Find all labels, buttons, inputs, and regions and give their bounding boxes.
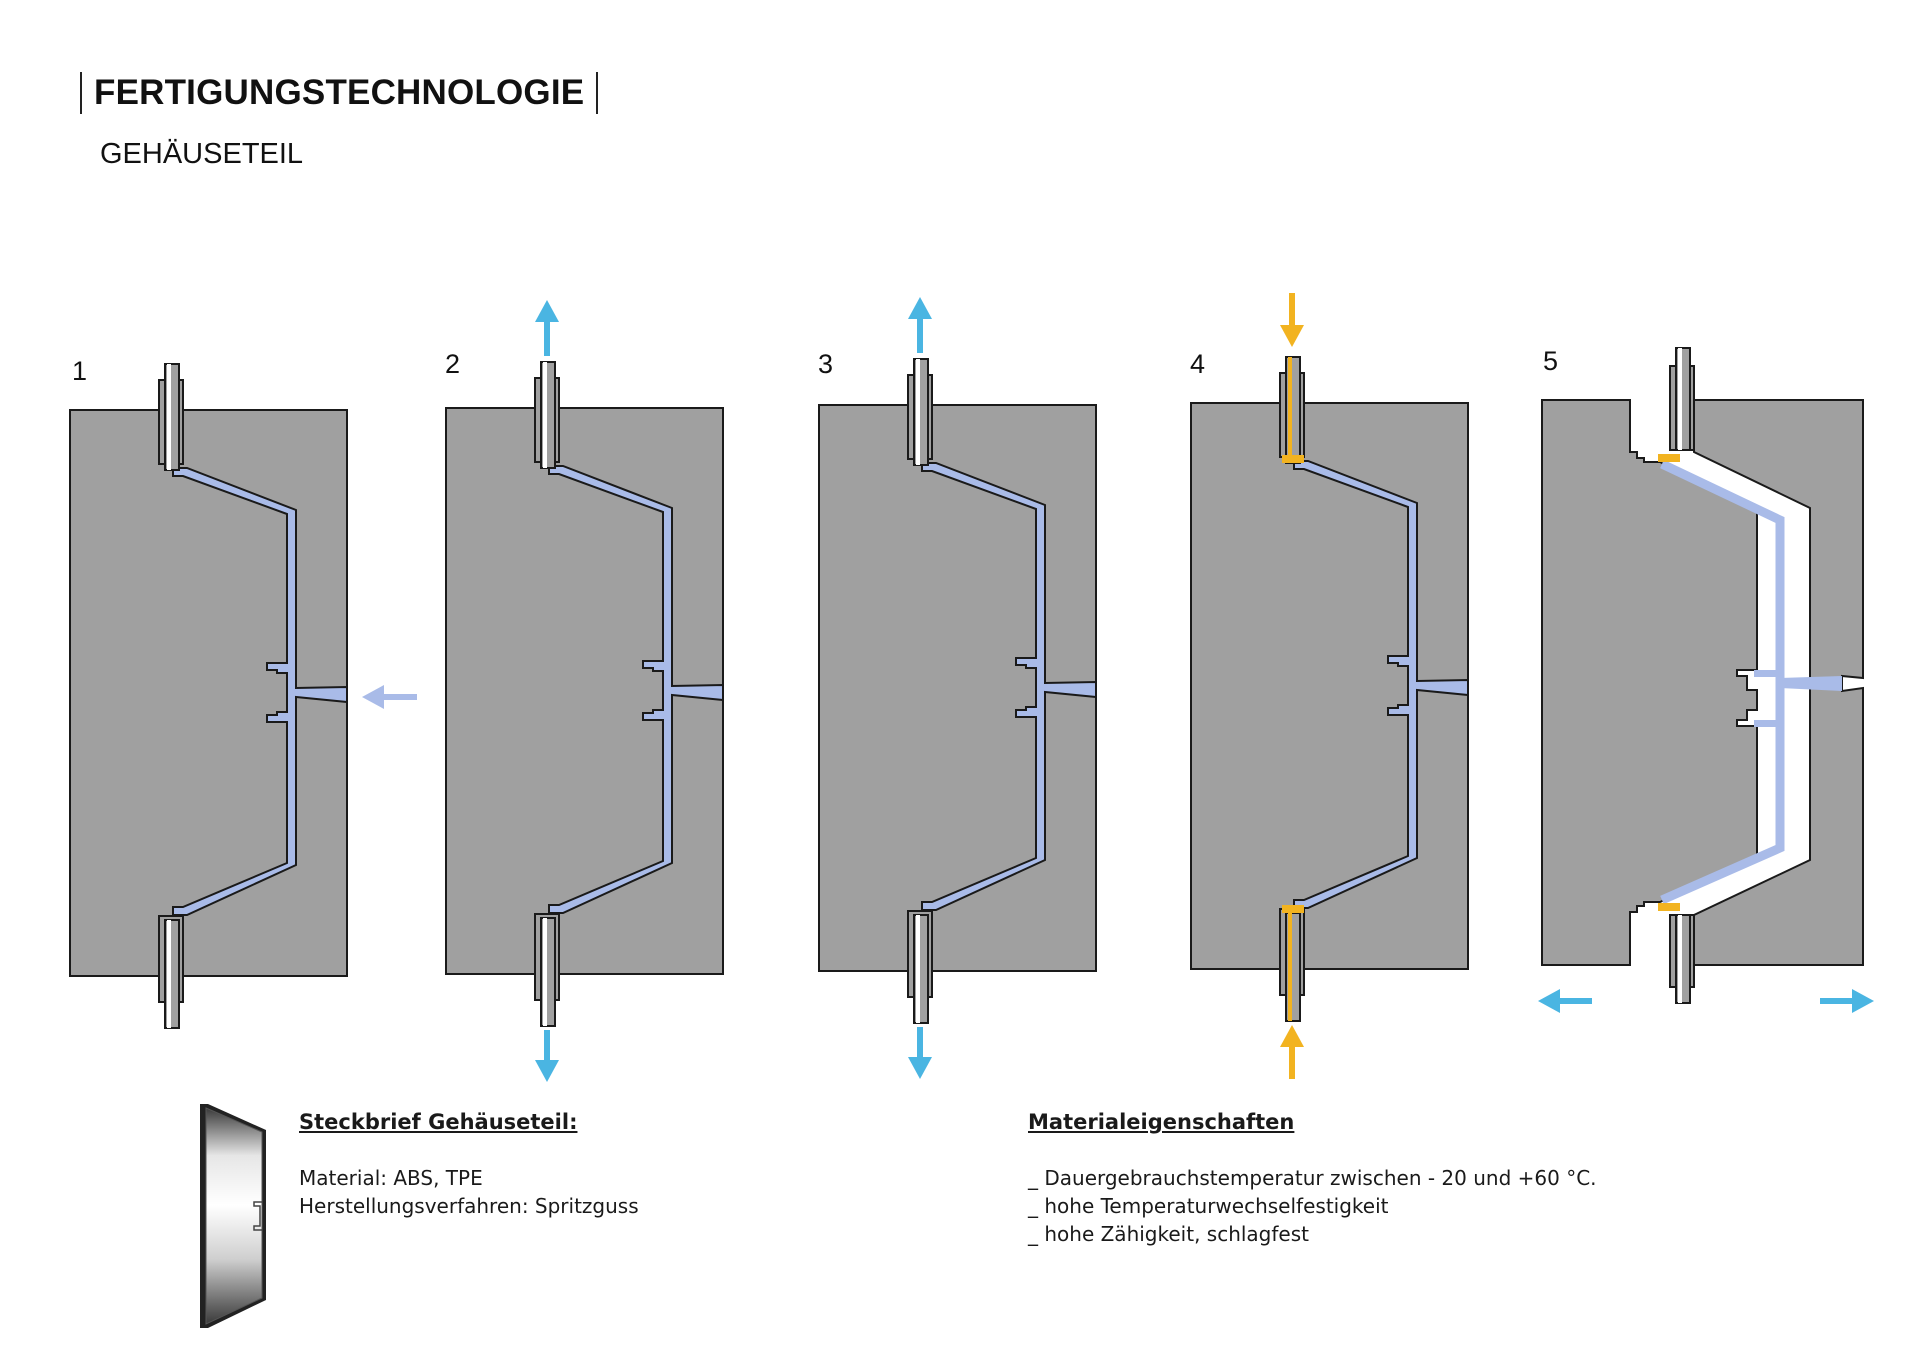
title-text: FERTIGUNGSTECHNOLOGIE [94,73,585,112]
tpe-seal-top [1658,454,1680,462]
step-panel-1: 1 [69,356,417,1029]
housing-part-icon [200,1104,266,1328]
step-number: 2 [445,349,460,379]
ejector-pin [534,913,560,1027]
melt-part [548,465,724,914]
arrow-head [908,297,932,319]
step-number: 1 [72,356,87,386]
ejector-gap [167,920,171,1028]
steckbrief-section: Steckbrief Gehäuseteil: Material: ABS, T… [299,1108,639,1220]
arrow-head [908,1057,932,1079]
mold-half-left [1541,399,1758,966]
arrow-head [1852,989,1874,1013]
ejector-pin [158,363,184,471]
steckbrief-material: Material: ABS, TPE [299,1166,483,1190]
step-panel-2: 2 [445,300,724,1082]
open-right-arrow [1820,989,1874,1013]
step-number: 3 [818,349,833,379]
ejector-pin [1279,356,1305,464]
title-bar-left [80,72,82,114]
ejector-gap [1678,348,1682,450]
retract-down-arrow [535,1030,559,1082]
melt-part [1293,460,1469,909]
arrow-head [362,685,384,709]
sprue-residue [1780,676,1842,691]
ejector-pin [907,358,933,466]
mold-half-right [1693,399,1864,966]
material-property: _ hohe Zähigkeit, schlagfest [1028,1222,1309,1246]
material-property: _ Dauergebrauchstemperatur zwischen - 20… [1028,1166,1597,1190]
ejector-gap [543,362,547,468]
melt-part [172,467,348,916]
arrow-head [1280,1025,1304,1047]
steckbrief-verfahren: Herstellungsverfahren: Spritzguss [299,1194,639,1218]
arrow-head [1280,325,1304,347]
ejector-pin [907,910,933,1024]
clip-bottom [1754,720,1780,727]
ejector-pin [1669,347,1695,451]
step-number: 4 [1190,349,1205,379]
clip-top [1754,670,1780,677]
open-left-arrow [1538,989,1592,1013]
material-property: _ hohe Temperaturwechselfestigkeit [1028,1194,1389,1218]
melt-part [921,462,1097,911]
ejector-gap [916,915,920,1023]
tpe-seal-bottom [1658,903,1680,911]
ejector-gap [1678,915,1682,1003]
force-down-arrow [1280,293,1304,347]
ejector-gap [167,364,171,470]
ejector-pin [534,361,560,469]
force-up-arrow [1280,1025,1304,1079]
materialeigenschaften-section: Materialeigenschaften _ Dauergebrauchste… [1028,1108,1597,1248]
materialeigenschaften-heading: Materialeigenschaften [1028,1110,1295,1134]
retract-up-arrow [535,300,559,356]
ejector-pin [158,915,184,1029]
ejector-gap [916,359,920,465]
retract-up-arrow [908,297,932,353]
inflow-arrow [362,685,417,709]
title-bar-right [596,72,599,114]
ejector-gap [1288,357,1292,463]
arrow-head [535,1060,559,1082]
ejector-gap [1288,913,1292,1021]
step-number: 5 [1543,346,1558,376]
step-panel-5: 5 [1538,346,1874,1013]
tpe-seal-top [1282,455,1304,463]
retract-down-arrow [908,1027,932,1079]
ejector-pin [1669,914,1695,1004]
ejector-gap [543,918,547,1026]
steckbrief-heading: Steckbrief Gehäuseteil: [299,1110,578,1134]
arrow-head [535,300,559,322]
step-panel-3: 3 [818,297,1097,1079]
ejector-pin [1279,908,1305,1022]
arrow-head [1538,989,1560,1013]
step-panel-4: 4 [1190,293,1469,1079]
page-subtitle: GEHÄUSETEIL [100,138,304,170]
tpe-seal-bottom [1282,905,1304,913]
page-title: FERTIGUNGSTECHNOLOGIE [80,72,599,114]
